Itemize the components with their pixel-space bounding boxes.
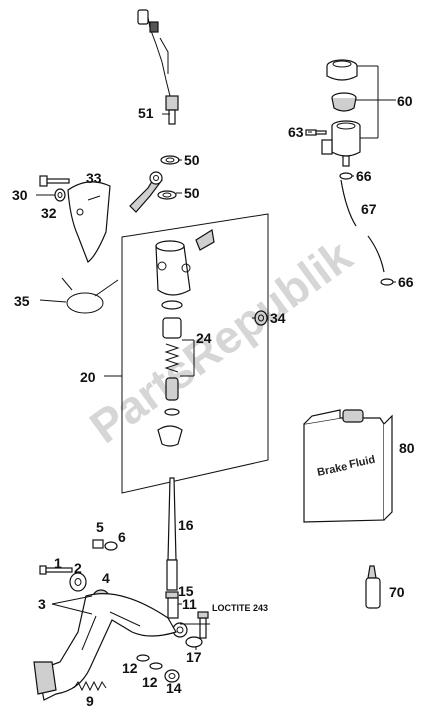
- washer-12a: [136, 654, 150, 662]
- sleeve: [162, 317, 182, 339]
- label-12-left: 12: [122, 660, 138, 676]
- reservoir-body: [321, 120, 361, 167]
- circlip: [164, 408, 180, 416]
- brake-hose: [340, 179, 385, 273]
- label-30: 30: [12, 187, 28, 203]
- return-spring-9: [73, 680, 107, 692]
- label-51: 51: [138, 105, 154, 121]
- label-9: 9: [86, 693, 94, 709]
- spring: [164, 343, 180, 373]
- nut-14: [164, 669, 180, 683]
- locknut-15: [165, 591, 179, 599]
- master-cylinder-body: [155, 229, 215, 296]
- label-6: 6: [118, 529, 126, 545]
- loctite-note: LOCTITE 243: [212, 603, 268, 613]
- brake-fluid-can: Brake Fluid: [303, 409, 393, 523]
- label-35: 35: [14, 293, 30, 309]
- label-33: 33: [86, 170, 102, 186]
- label-80: 80: [399, 440, 415, 456]
- loctite-bottle-70: [365, 565, 381, 609]
- label-66-bottom: 66: [398, 274, 414, 290]
- can-label-fluid: Fluid: [348, 454, 376, 471]
- label-4: 4: [102, 570, 110, 586]
- push-rod-16: [166, 477, 178, 591]
- brake-light-switch: [137, 9, 179, 125]
- label-34: 34: [270, 310, 286, 326]
- label-14: 14: [166, 680, 182, 696]
- hose-clamp-bottom: [380, 278, 394, 286]
- label-2: 2: [74, 560, 82, 576]
- label-63: 63: [288, 124, 304, 140]
- washer-17: [185, 636, 203, 648]
- label-1: 1: [54, 555, 62, 571]
- label-5: 5: [96, 519, 104, 535]
- hose-clamp-top: [339, 172, 353, 180]
- bolt-1: [39, 565, 73, 575]
- reservoir-diaphragm: [331, 92, 357, 112]
- label-60: 60: [397, 93, 413, 109]
- cable-tie-35: [61, 277, 119, 314]
- label-15: 15: [178, 583, 194, 599]
- reservoir-cap: [326, 59, 358, 81]
- label-66-top: 66: [356, 168, 372, 184]
- o-ring: [161, 300, 183, 310]
- master-cylinder-frame: [121, 213, 269, 494]
- brake-pedal-3: [33, 593, 177, 701]
- washer-6: [104, 541, 118, 551]
- label-20: 20: [80, 369, 96, 385]
- heel-guard-33: [67, 181, 111, 263]
- label-70: 70: [389, 584, 405, 600]
- label-50-top: 50: [184, 152, 200, 168]
- label-16: 16: [178, 517, 194, 533]
- label-17: 17: [186, 649, 202, 665]
- nut-34: [254, 310, 268, 326]
- washer-12b: [149, 662, 163, 670]
- label-50-bottom: 50: [184, 185, 200, 201]
- bolt-11: [197, 611, 209, 639]
- bushing-5: [92, 539, 104, 549]
- label-12-right: 12: [142, 674, 158, 690]
- washer-bottom: [157, 190, 177, 200]
- piston: [165, 377, 179, 401]
- label-32: 32: [41, 205, 57, 221]
- label-3: 3: [38, 596, 46, 612]
- washer-2: [69, 572, 87, 592]
- washer-top: [160, 155, 180, 165]
- nut-32: [54, 188, 66, 202]
- bolt-30: [39, 175, 70, 187]
- label-11: 11: [182, 596, 197, 612]
- label-67: 67: [361, 201, 377, 217]
- boot: [157, 425, 183, 447]
- label-24: 24: [196, 330, 212, 346]
- banjo-fitting: [129, 171, 163, 213]
